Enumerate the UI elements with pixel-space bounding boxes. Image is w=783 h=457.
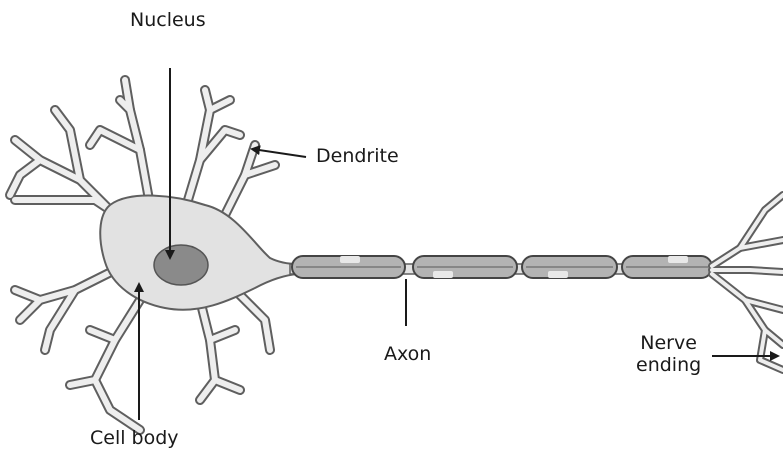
nerve-ending-branches [712,195,783,370]
label-nerve-ending: Nerve ending [636,333,701,377]
label-nucleus: Nucleus [130,10,206,32]
myelin-sheath [292,256,712,278]
label-dendrite: Dendrite [316,146,399,168]
dendrite-pointer-arrow [252,149,306,157]
nucleus-shape [154,245,208,285]
label-cell-body: Cell body [90,428,179,450]
label-axon: Axon [384,344,431,366]
